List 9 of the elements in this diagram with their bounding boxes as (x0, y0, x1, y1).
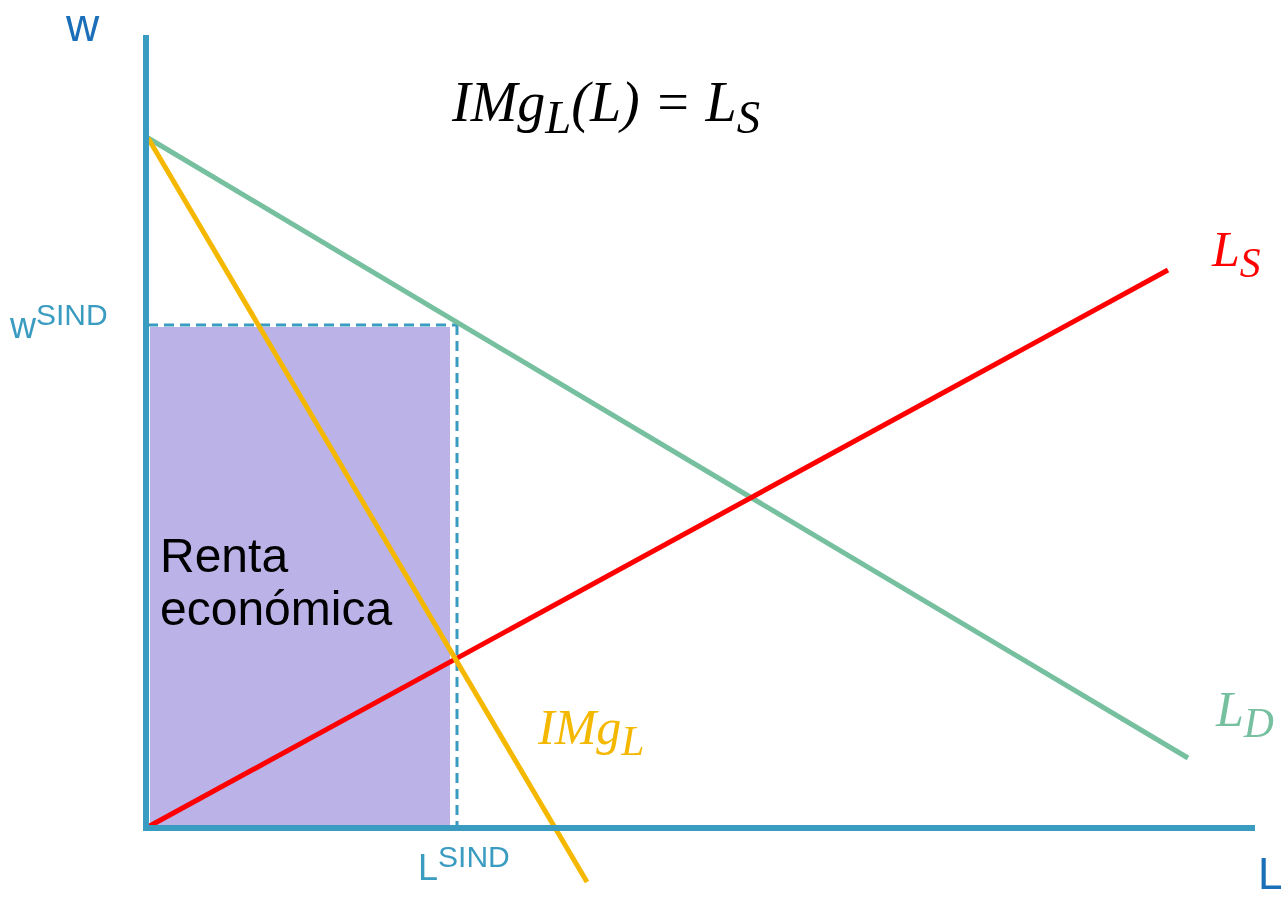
tick-label: L$^{SIND}$ (418, 840, 510, 888)
axis-label: L (1258, 850, 1283, 899)
curve-label: IMg$_{L}$ (538, 700, 645, 765)
tick-label: w$^{SIND}$ (10, 298, 108, 346)
axis-label: w (66, 0, 100, 51)
equation: IMg$_{L}$(L) = L$_{S}$ (452, 72, 760, 144)
area-label: Renta económica (160, 530, 394, 636)
curve-label: L$_{S}$ (1212, 222, 1261, 287)
curve-label: L$_{D}$ (1216, 682, 1274, 747)
